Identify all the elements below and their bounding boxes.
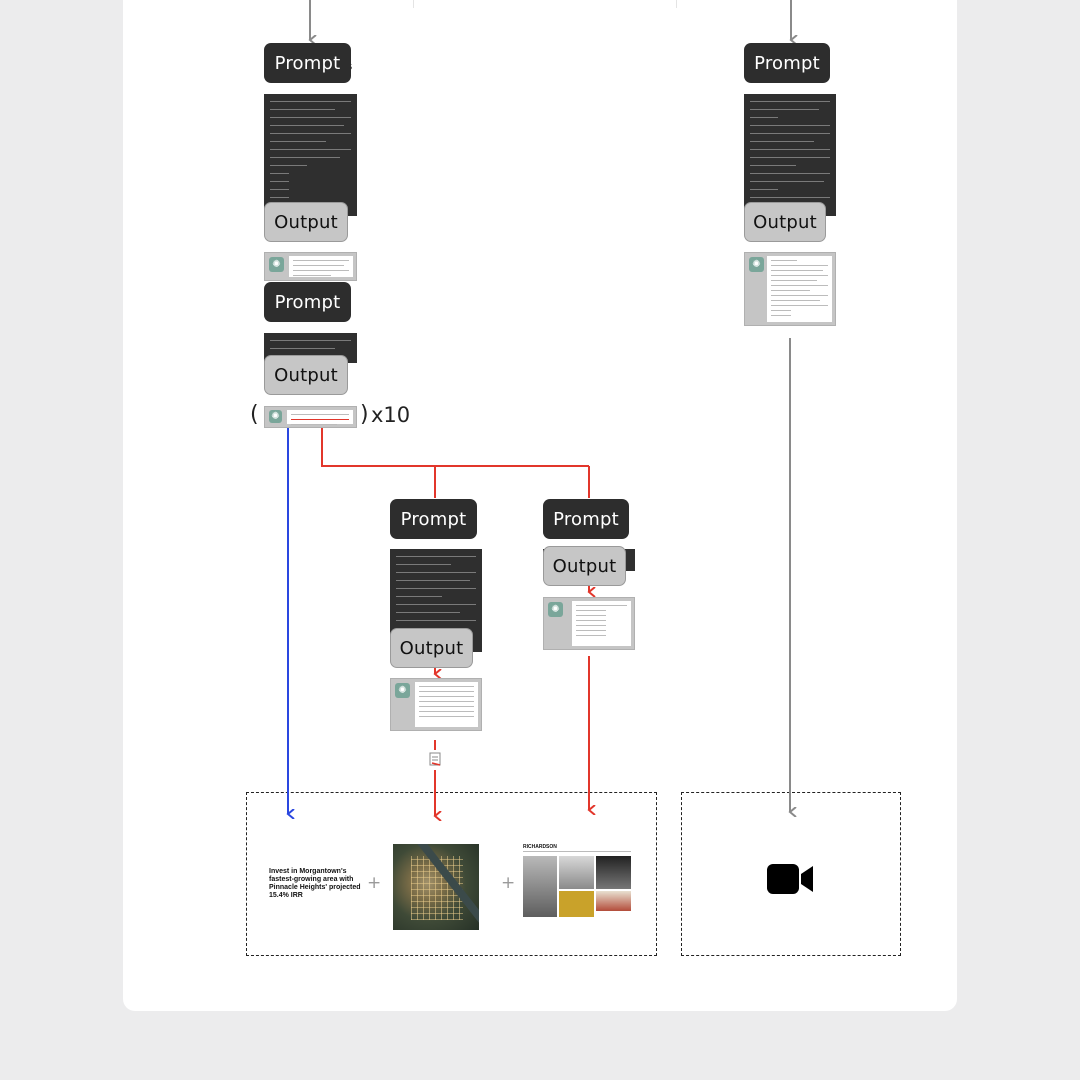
- loop-open-paren: (: [250, 402, 259, 427]
- chatgpt-logo-icon: ✺: [269, 410, 282, 423]
- chatgpt-logo-icon: ✺: [548, 602, 563, 617]
- column-divider: [676, 0, 677, 8]
- output-node[interactable]: Output: [264, 202, 348, 242]
- asset-result-box: [246, 792, 657, 956]
- output-node[interactable]: Output: [543, 546, 626, 586]
- city-map-image: [393, 844, 479, 930]
- chatgpt-logo-icon: ✺: [269, 257, 284, 272]
- column-divider: [413, 0, 414, 8]
- chatgpt-response-thumbnail: ✺: [264, 252, 357, 281]
- loop-close-paren: ): [360, 402, 369, 427]
- prompt-node[interactable]: Prompt: [744, 43, 830, 83]
- prompt-document: [264, 94, 357, 216]
- chatgpt-response-thumbnail: ✺: [744, 252, 836, 326]
- chatgpt-response-thumbnail: ✺: [390, 678, 482, 731]
- chatgpt-response-thumbnail: ✺: [543, 597, 635, 650]
- red-branch-line: [321, 424, 589, 467]
- webpage-screenshot: RICHARDSON: [520, 842, 634, 918]
- prompt-node[interactable]: Prompt: [390, 499, 477, 539]
- video-camera-icon: [767, 862, 815, 901]
- repeat-count: x10: [371, 403, 411, 427]
- webpage-brand: RICHARDSON: [523, 844, 557, 850]
- prompt-node[interactable]: Prompt: [264, 282, 351, 322]
- arrow-to-headline: [288, 411, 322, 814]
- output-node[interactable]: Output: [264, 355, 348, 395]
- prompt-node[interactable]: Prompt: [543, 499, 629, 539]
- document-icon: [429, 752, 442, 766]
- plus-sign: +: [367, 873, 382, 893]
- prompt-document: [744, 94, 836, 216]
- plus-sign: +: [501, 873, 516, 893]
- chatgpt-response-thumbnail: ✺: [264, 406, 357, 428]
- output-node[interactable]: Output: [744, 202, 826, 242]
- prompt-node[interactable]: Prompt: [264, 43, 351, 83]
- output-node[interactable]: Output: [390, 628, 473, 668]
- chatgpt-logo-icon: ✺: [749, 257, 764, 272]
- ad-headline-text: Invest in Morgantown's fastest-growing a…: [269, 868, 361, 899]
- chatgpt-logo-icon: ✺: [395, 683, 410, 698]
